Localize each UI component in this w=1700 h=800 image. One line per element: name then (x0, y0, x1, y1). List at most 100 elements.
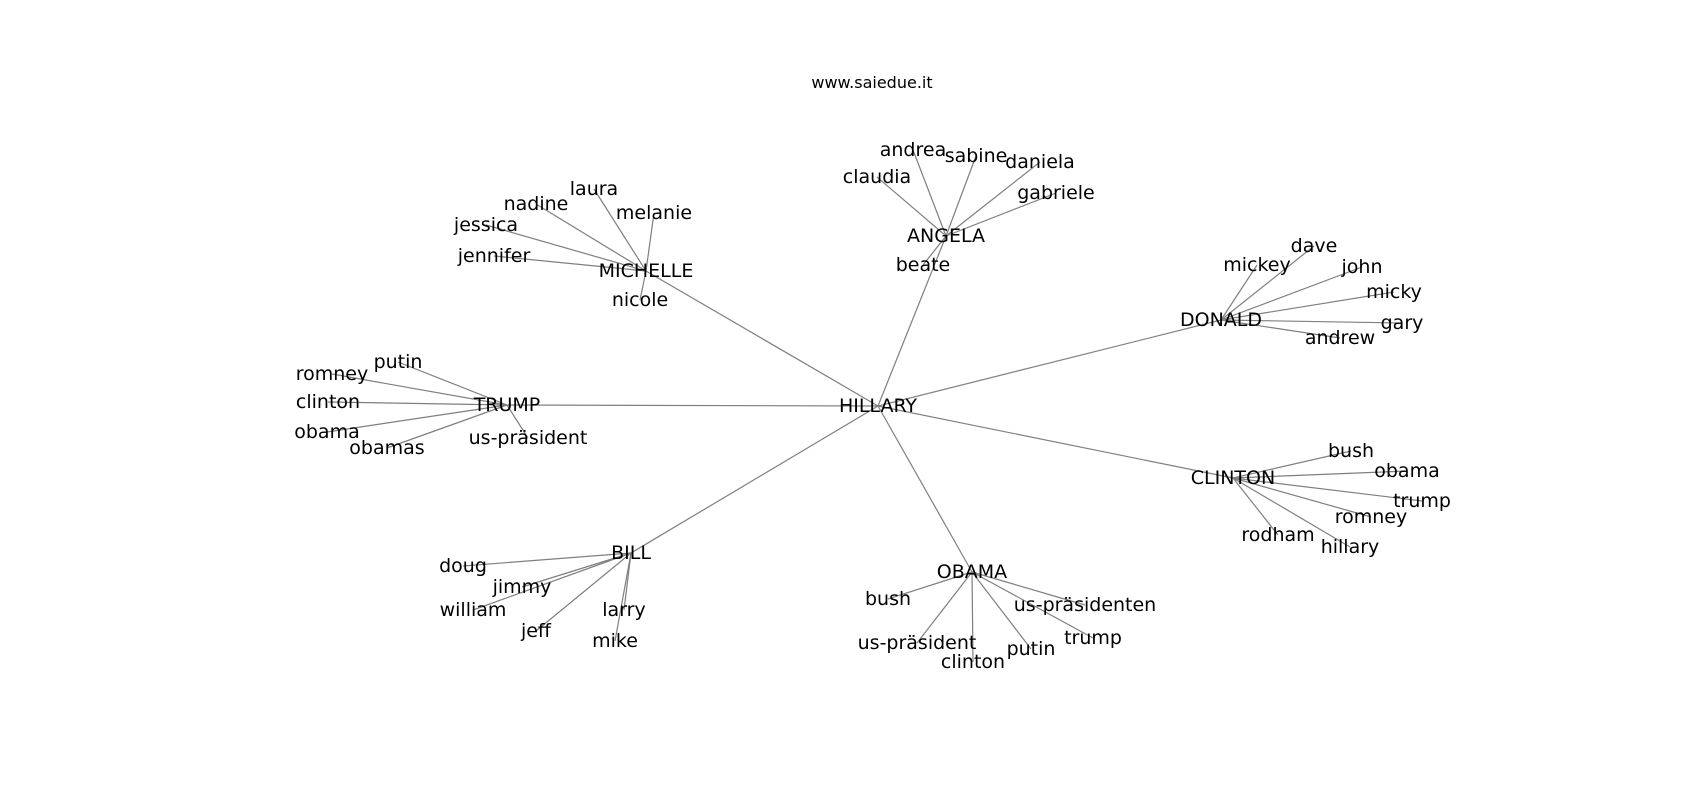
edge-angela-0 (912, 149, 947, 237)
edge-clinton-4 (1232, 477, 1279, 536)
leaf-node-label: putin (1007, 638, 1056, 660)
leaf-node-label: claudia (843, 166, 911, 188)
edge-obama-1 (971, 571, 1086, 606)
edge-obama-5 (971, 571, 974, 663)
edge-donald-1 (1220, 264, 1258, 321)
leaf-node-label: trump (1064, 627, 1122, 649)
leaf-node-label: us-präsidenten (1014, 594, 1156, 616)
edge-root-bill (630, 405, 879, 554)
edge-clinton-1 (1232, 470, 1408, 479)
edge-angela-1 (945, 155, 977, 237)
leaf-node-label: putin (374, 351, 423, 373)
edge-obama-4 (971, 571, 1032, 650)
edge-michelle-5 (639, 270, 647, 301)
edge-trump-1 (331, 373, 508, 406)
edge-bill-3 (535, 552, 632, 632)
edge-trump-5 (506, 404, 529, 439)
leaf-node-label: melanie (616, 202, 692, 224)
leaf-node-label: dave (1291, 235, 1338, 257)
leaf-node-label: larry (602, 599, 645, 621)
leaf-node-label: clinton (941, 651, 1005, 673)
edge-bill-0 (462, 552, 632, 567)
leaf-node-label: us-präsident (858, 632, 977, 654)
leaf-node-label: obama (1374, 460, 1439, 482)
leaf-node-label: bush (865, 588, 911, 610)
edge-donald-0 (1220, 245, 1315, 321)
leaf-node-label: romney (296, 363, 369, 385)
hub-node-label: MICHELLE (599, 260, 694, 282)
leaf-node-label: jeff (520, 620, 552, 642)
leaf-node-label: mike (592, 630, 638, 652)
leaf-node-label: jimmy (492, 576, 552, 598)
hub-node-label: DONALD (1180, 309, 1262, 331)
leaf-node-label: bush (1328, 440, 1374, 462)
edge-donald-4 (1220, 319, 1403, 324)
edge-angela-4 (945, 192, 1057, 237)
edge-obama-2 (971, 571, 1094, 639)
leaf-node-label: us-präsident (469, 427, 588, 449)
edge-donald-5 (1220, 319, 1341, 339)
edge-root-donald (877, 319, 1222, 407)
leaf-node-label: micky (1366, 281, 1422, 303)
edge-root-clinton (877, 405, 1234, 479)
edge-trump-4 (386, 404, 508, 449)
edge-donald-2 (1220, 266, 1363, 321)
leaf-node-label: nadine (504, 193, 569, 215)
edge-angela-3 (876, 176, 947, 237)
edge-trump-3 (326, 404, 508, 433)
leaf-node-label: sabine (945, 145, 1008, 167)
leaf-node-label: jennifer (457, 245, 531, 267)
edge-root-obama (877, 405, 973, 573)
leaf-node-label: obama (294, 421, 359, 443)
edge-michelle-2 (645, 212, 655, 272)
edge-michelle-4 (493, 255, 647, 272)
edge-clinton-2 (1232, 477, 1423, 502)
hub-node-label: CLINTON (1191, 467, 1275, 489)
leaf-node-label: mickey (1223, 254, 1291, 276)
hub-node-label: BILL (611, 542, 651, 564)
edge-bill-1 (521, 552, 632, 588)
leaf-node-label: rodham (1241, 524, 1314, 546)
hub-node-label: TRUMP (473, 394, 541, 416)
leaf-node-label: nicole (612, 289, 668, 311)
leaf-node-label: daniela (1005, 151, 1075, 173)
leaf-node-label: obamas (349, 437, 424, 459)
edge-clinton-3 (1232, 477, 1372, 518)
edge-trump-2 (327, 401, 508, 406)
leaf-node-label: clinton (296, 391, 360, 413)
edge-bill-5 (614, 552, 632, 642)
leaf-node-label: doug (439, 555, 487, 577)
edge-angela-5 (922, 235, 947, 266)
edge-root-michelle (645, 270, 879, 407)
leaf-node-label: gabriele (1017, 182, 1095, 204)
edge-root-angela (877, 235, 947, 407)
edge-angela-2 (945, 161, 1041, 237)
edge-clinton-5 (1232, 477, 1351, 548)
edge-trump-0 (397, 361, 508, 406)
edge-michelle-1 (535, 203, 647, 272)
root-node-label: HILLARY (839, 395, 917, 417)
hub-node-label: ANGELA (907, 225, 985, 247)
edge-michelle-0 (593, 188, 647, 272)
edge-root-trump (506, 404, 879, 407)
leaf-node-label: trump (1393, 490, 1451, 512)
leaf-node-label: andrea (880, 139, 946, 161)
edge-donald-3 (1220, 291, 1395, 321)
leaf-node-label: laura (570, 178, 618, 200)
edge-clinton-0 (1232, 450, 1352, 479)
leaf-node-label: john (1341, 256, 1383, 278)
edge-bill-2 (472, 552, 632, 611)
edges (326, 149, 1423, 663)
leaf-node-label: william (440, 599, 507, 621)
graph-title: www.saiedue.it (811, 73, 932, 92)
leaf-node-label: hillary (1321, 536, 1380, 558)
edge-michelle-3 (485, 224, 647, 272)
hub-node-label: OBAMA (937, 561, 1007, 583)
leaf-node-label: romney (1335, 506, 1408, 528)
leaf-node-label: andrew (1305, 327, 1375, 349)
leaf-node-label: gary (1381, 312, 1424, 334)
leaf-node-label: beate (896, 254, 951, 276)
edge-obama-0 (887, 571, 973, 600)
